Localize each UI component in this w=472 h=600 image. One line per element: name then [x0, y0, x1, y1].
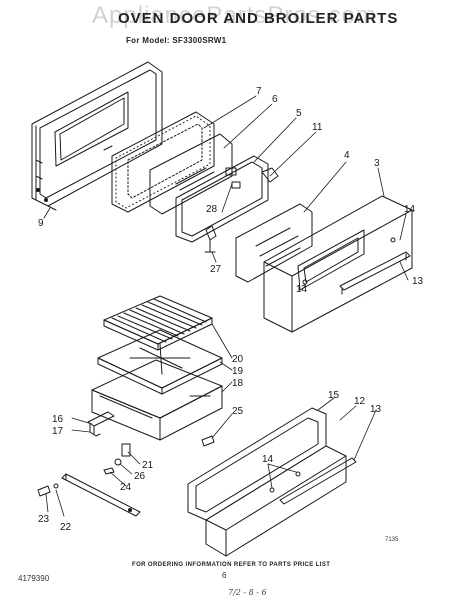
callout-13-door: 13: [412, 276, 424, 287]
part-inner-glass: [149, 133, 233, 215]
part-drawer-rail: [87, 411, 115, 437]
part-broiler-door-panel: [187, 407, 357, 557]
callout-19: 19: [232, 366, 244, 377]
callout-26: 26: [134, 471, 146, 482]
callout-25: 25: [232, 406, 244, 417]
part-outer-glass: [235, 203, 313, 283]
ordering-note: FOR ORDERING INFORMATION REFER TO PARTS …: [132, 562, 331, 568]
callout-23: 23: [38, 514, 50, 525]
callout-15: 15: [328, 390, 340, 401]
model-line: For Model: SF3300SRW1: [126, 36, 227, 45]
callout-11: 11: [312, 122, 323, 133]
part-broiler-grid: [103, 295, 213, 351]
part-small-bracket: [201, 435, 215, 447]
callout-22: 22: [60, 522, 72, 533]
document-number: 4179390: [18, 574, 50, 583]
callout-6: 6: [272, 94, 278, 105]
callout-7: 7: [256, 86, 262, 97]
illustration-code: 7135: [385, 537, 399, 543]
part-outer-door-panel: [263, 195, 413, 333]
callout-24: 24: [120, 482, 132, 493]
part-broiler-pan: [97, 329, 223, 395]
watermark: AppliancePartsPros.com: [92, 2, 377, 29]
callout-5: 5: [296, 108, 302, 119]
part-door-gasket: [111, 111, 215, 213]
callout-14-door: 14: [404, 204, 416, 215]
page-title: OVEN DOOR AND BROILER PARTS: [118, 10, 399, 27]
part-slide-rail: [37, 473, 141, 517]
callout-14-broiler: 14: [262, 454, 274, 465]
callout-18: 18: [232, 378, 244, 389]
part-broiler-drawer: [91, 359, 223, 441]
callout-numbers: 9 7 6 5 11 4 3 14 13 28 27 14 20 19 18 2…: [38, 86, 424, 533]
callout-4: 4: [344, 150, 350, 161]
leader-lines: [43, 95, 409, 517]
callout-14-glass: 14: [296, 284, 308, 295]
callout-27: 27: [210, 264, 222, 275]
callout-3: 3: [374, 158, 380, 169]
callout-16: 16: [52, 414, 64, 425]
callout-21: 21: [142, 460, 154, 471]
callout-17: 17: [52, 426, 64, 437]
callout-9: 9: [38, 218, 44, 229]
part-roller-bracket: [103, 443, 131, 475]
part-glass-retainer-frame: [175, 155, 279, 253]
callout-12: 12: [354, 396, 366, 407]
part-outer-door-frame: [31, 61, 163, 211]
callout-13-broiler: 13: [370, 404, 382, 415]
callout-20: 20: [232, 354, 244, 365]
page-number: 6: [222, 571, 227, 580]
callout-28: 28: [206, 204, 218, 215]
handwritten-note: 7/2 - 8 - 6: [228, 588, 267, 597]
